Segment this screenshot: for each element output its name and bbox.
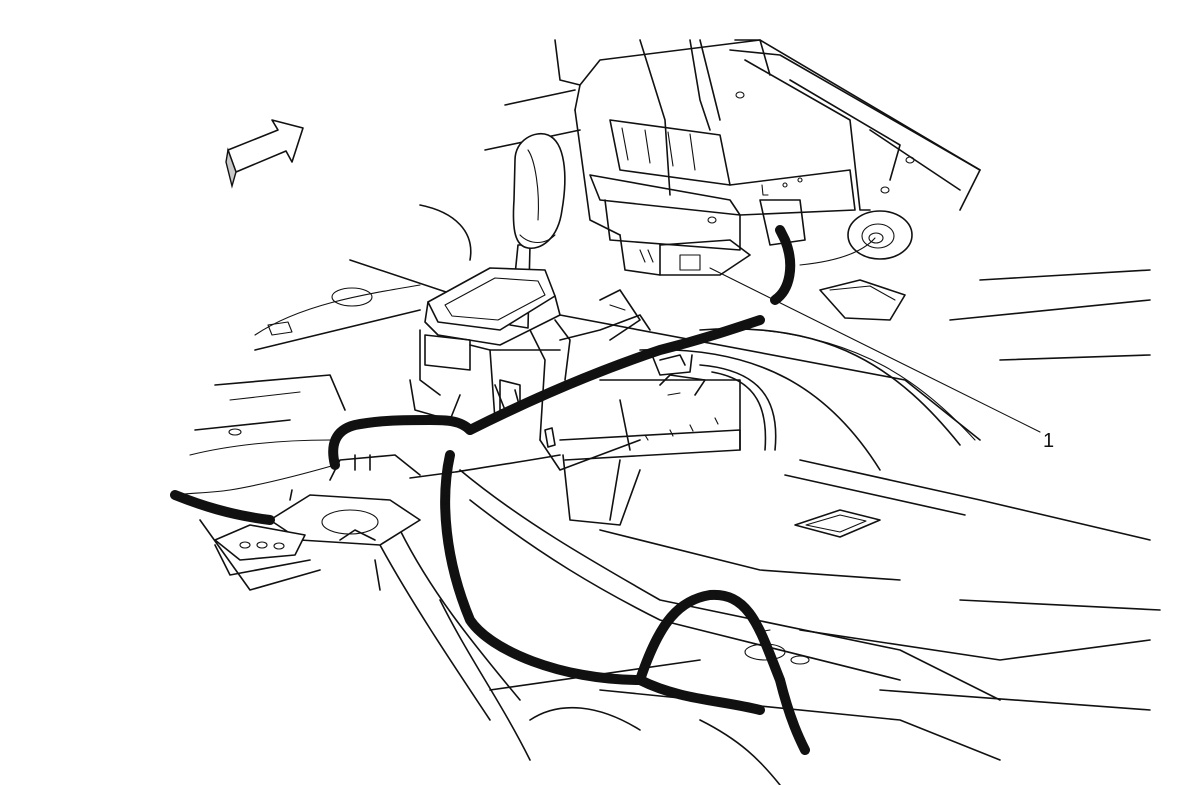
floor-panel [189, 89, 1161, 785]
wiring-harness [170, 225, 876, 755]
shifter-assembly [409, 267, 741, 526]
floor-bracket [819, 279, 906, 321]
grommet [847, 210, 913, 260]
forward-arrow-icon [225, 119, 304, 189]
seat-mount-bracket [214, 454, 421, 591]
control-module [554, 39, 981, 276]
callout-label-1: 1 [1043, 430, 1054, 452]
callout-1: 1 [709, 267, 1054, 452]
